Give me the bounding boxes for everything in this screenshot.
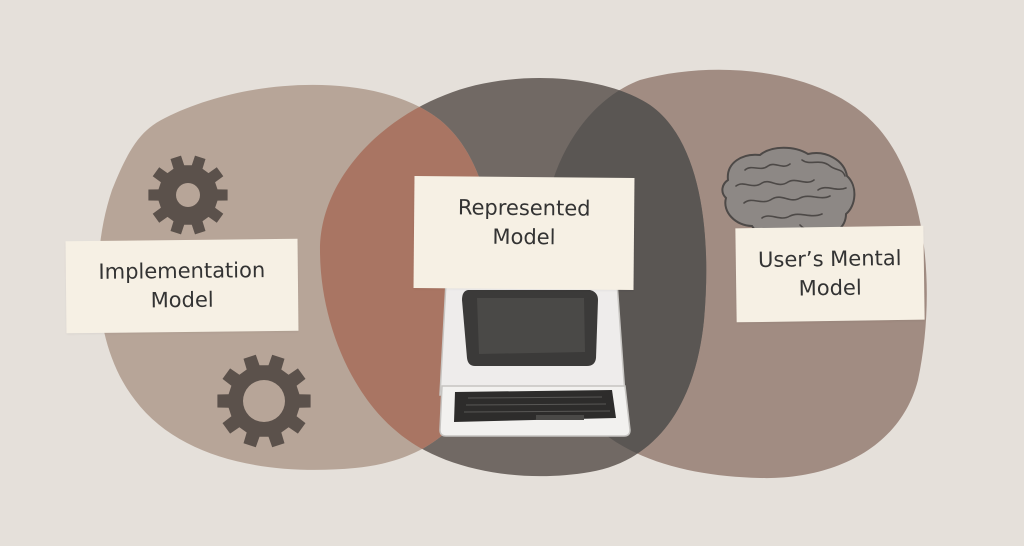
represented-user-overlap (540, 78, 707, 477)
represented-model-label-line2: Model (492, 224, 556, 250)
user-mental-model-label: User’s Mental Model (735, 225, 925, 323)
represented-model-label-line1: Represented (457, 195, 591, 221)
implementation-model-label-line2: Model (150, 287, 214, 313)
computer-terminal-icon (439, 271, 631, 437)
user-mental-model-label-line1: User’s Mental (757, 246, 902, 273)
implementation-model-label: Implementation Model (65, 238, 299, 334)
gear-icon (217, 354, 311, 448)
user-mental-model-label-line2: Model (798, 275, 862, 301)
gear-icon (148, 155, 228, 235)
implementation-model-label-line1: Implementation (98, 258, 266, 284)
represented-model-label: Represented Model (413, 176, 635, 290)
